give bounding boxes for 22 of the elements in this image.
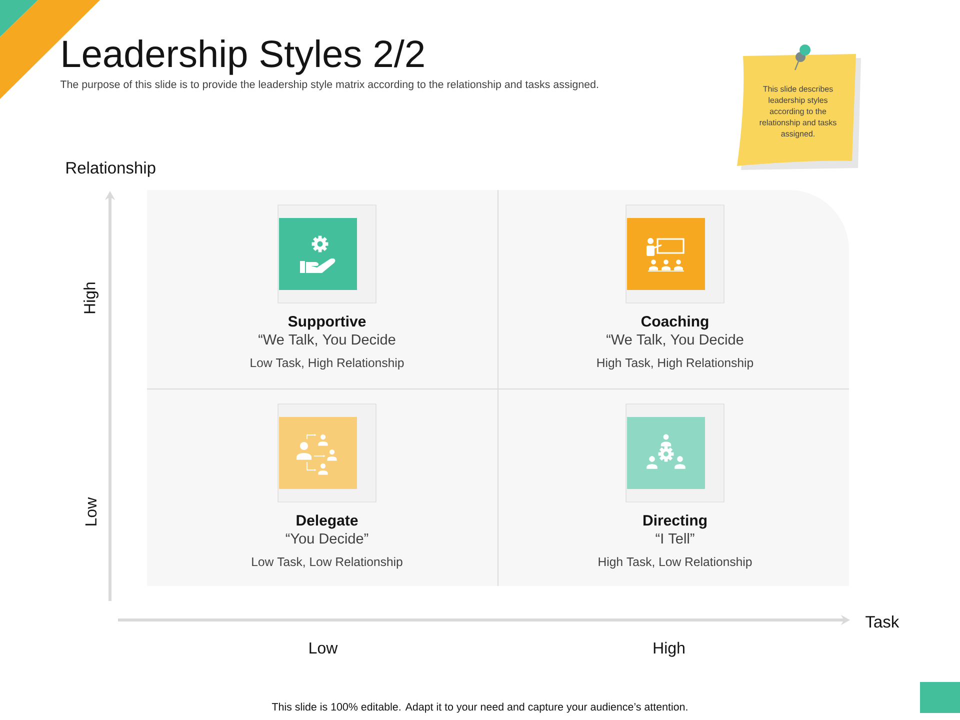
quadrant-title: Directing <box>644 514 706 529</box>
quadrant-title: Coaching <box>641 316 708 330</box>
quadrant-description: Low Task, Low Relationship <box>252 557 402 569</box>
axis-value: High <box>654 642 684 657</box>
slide-title: Leadership Styles 2/2 <box>63 39 424 75</box>
axis-title: Task <box>866 616 900 628</box>
footnote: This slide is 100% editable. Adapt it to your need and capture your audience’s attention. <box>272 702 688 713</box>
quadrant-title: Delegate <box>296 514 358 529</box>
quadrant-description: High Task, High Relationship <box>597 358 754 370</box>
quadrant-description: Low Task, High Relationship <box>250 358 404 370</box>
quadrant-description: High Task, Low Relationship <box>598 557 752 569</box>
quadrant-title: Supportive <box>288 316 366 330</box>
quote-text: “We Talk, You Decide <box>258 334 396 346</box>
axis-value: Low <box>310 642 338 654</box>
quote-text: “I Tell” <box>656 533 694 544</box>
axis-value: High <box>84 282 98 314</box>
quote-text: “You Decide” <box>286 533 368 544</box>
axis-title: Relationship <box>66 162 156 177</box>
subtitle: The purpose of this slide is to provide the leadership style matrix according to the relationship and tasks assigned. <box>60 80 598 90</box>
quote-text: “We Talk, You Decide <box>606 334 744 346</box>
axis-value: Low <box>85 497 97 526</box>
sticky-note: This slide describes leadership styles according to the relationship and tasks assigned. <box>737 54 861 170</box>
